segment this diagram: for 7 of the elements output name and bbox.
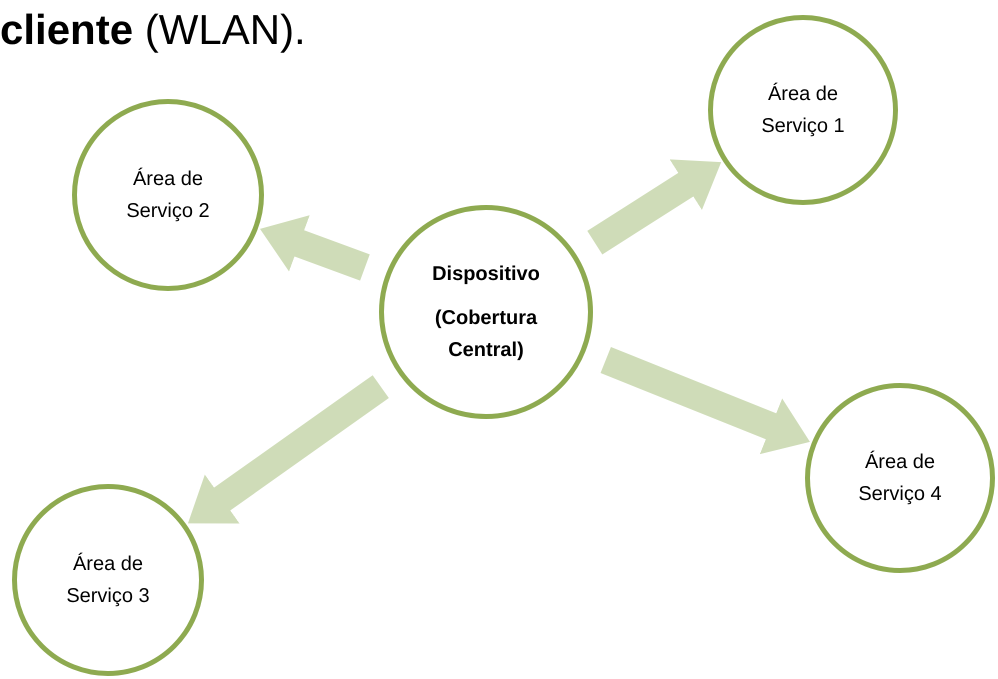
heading-text: cliente (WLAN).: [0, 5, 306, 55]
circle-label: (Cobertura Central): [434, 306, 538, 363]
circle-label: Área de Serviço 2: [125, 166, 211, 224]
circle-label: Área de Serviço 3: [65, 552, 151, 609]
circle-label: Área de Serviço 1: [760, 82, 846, 139]
circle-label: Área de Serviço 4: [857, 450, 943, 507]
circle-label: Dispositivo: [432, 262, 540, 287]
